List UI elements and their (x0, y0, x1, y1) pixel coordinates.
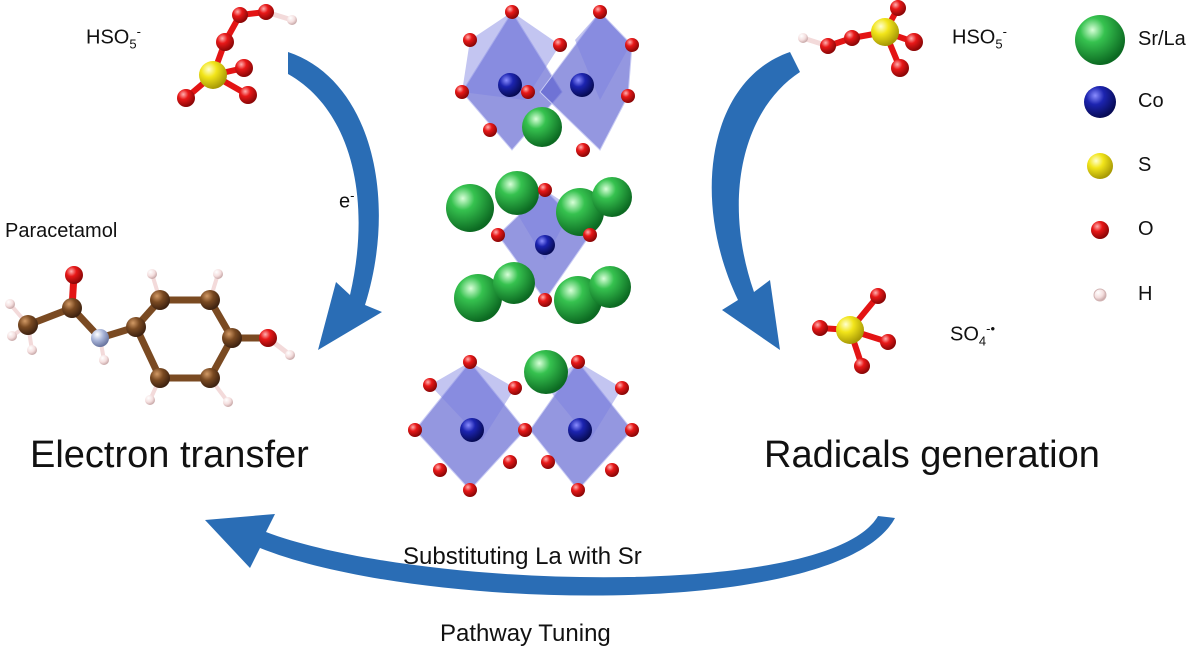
radicals-generation-title: Radicals generation (764, 434, 1100, 476)
hso5-left-molecule (177, 4, 297, 107)
legend-label-s: S (1138, 154, 1152, 176)
legend-label-sr-la: Sr/La (1138, 28, 1186, 50)
legend-label-co: Co (1138, 90, 1164, 112)
o-atom-icon (1091, 221, 1109, 239)
legend-icons (1075, 15, 1125, 302)
co-atom-icon (1084, 86, 1116, 118)
hso5-right-label: HSO5- (952, 24, 1007, 52)
left-curved-arrow (288, 52, 382, 350)
h-atom-icon (1093, 288, 1107, 302)
legend-label-o: O (1138, 218, 1154, 240)
right-curved-arrow (711, 52, 800, 350)
so4-radical-label: SO4-• (950, 321, 996, 349)
hso5-left-label: HSO5- (86, 24, 141, 52)
legend-label-h: H (1138, 283, 1153, 305)
paracetamol-label: Paracetamol (5, 220, 118, 242)
so4-radical-molecule (812, 288, 896, 374)
bottom-curved-arrow (205, 514, 895, 596)
pathway-tuning-label: Pathway Tuning (440, 620, 611, 647)
hso5-right-molecule (798, 0, 923, 77)
sr-la-atom-icon (1075, 15, 1125, 65)
s-atom-icon (1087, 153, 1113, 179)
substituting-label: Substituting La with Sr (403, 543, 642, 570)
electron-label: e- (339, 188, 355, 213)
paracetamol-molecule (5, 266, 295, 407)
electron-transfer-title: Electron transfer (30, 434, 309, 476)
perovskite-crystal-structure (408, 5, 639, 497)
